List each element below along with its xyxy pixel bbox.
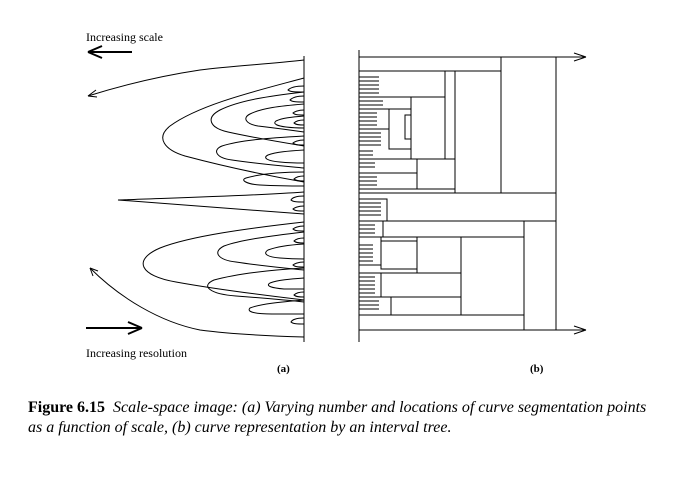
lower-lobe-contours — [142, 221, 305, 325]
upper-envelope-curve — [87, 59, 305, 97]
increasing-scale-arrow — [87, 45, 132, 59]
panel-b-interval-tree — [358, 50, 587, 342]
increasing-scale-label: Increasing scale — [86, 30, 163, 44]
upper-lobe-contours — [162, 77, 305, 187]
increasing-resolution-arrow — [86, 321, 143, 335]
panel-b-label: (b) — [530, 363, 544, 375]
lower-envelope-curve — [89, 267, 305, 338]
figure-caption: Figure 6.15 Scale-space image: (a) Varyi… — [28, 398, 658, 438]
panel-a-label: (a) — [277, 363, 290, 375]
figure-caption-text: Scale-space image: (a) Varying number an… — [28, 399, 647, 436]
panel-a-scale-space-image — [86, 45, 305, 342]
increasing-resolution-label: Increasing resolution — [86, 346, 187, 360]
figure-number: Figure 6.15 — [28, 399, 106, 416]
scale-space-figure — [86, 45, 587, 342]
middle-spike-contour — [117, 191, 305, 215]
